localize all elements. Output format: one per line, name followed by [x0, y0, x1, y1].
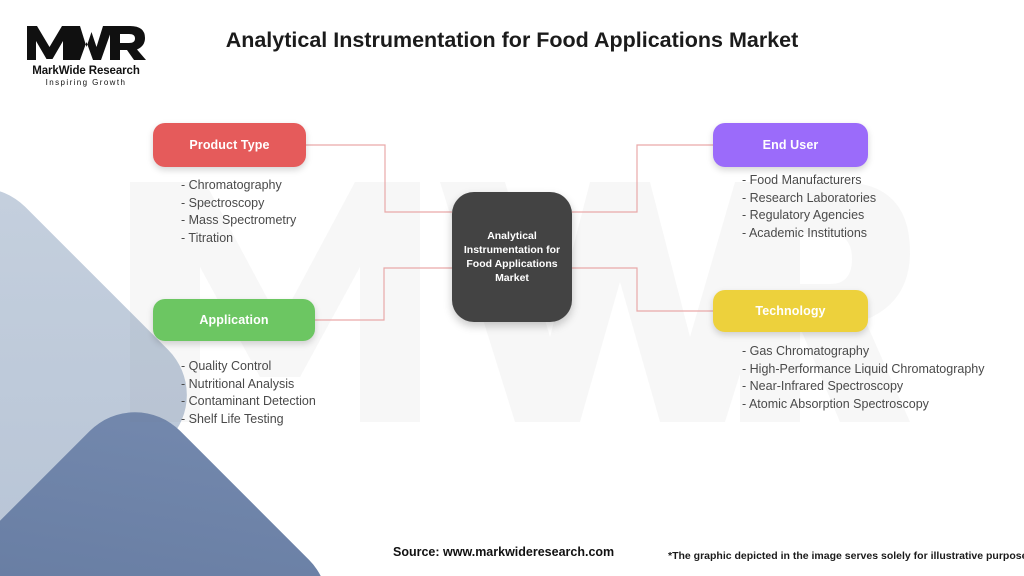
branch-label-product-type: Product Type: [189, 138, 270, 152]
center-node: Analytical Instrumentation for Food Appl…: [452, 192, 572, 322]
list-item: - Gas Chromatography: [742, 344, 870, 358]
disclaimer-label: *The graphic depicted in the image serve…: [668, 550, 1024, 562]
branch-items-application: - Quality Control - Nutritional Analysis…: [181, 358, 316, 428]
list-item: - Chromatography: [181, 178, 282, 192]
branch-header-application[interactable]: Application: [153, 299, 315, 341]
branch-items-product-type: - Chromatography - Spectroscopy - Mass S…: [181, 177, 296, 247]
list-item: - High-Performance Liquid Chromatography: [742, 361, 985, 376]
branch-header-technology[interactable]: Technology: [713, 290, 868, 332]
branch-header-product-type[interactable]: Product Type: [153, 123, 306, 167]
list-item: - Spectroscopy: [181, 195, 265, 210]
branch-label-technology: Technology: [755, 304, 826, 318]
branch-items-end-user: - Food Manufacturers - Research Laborato…: [742, 172, 876, 242]
list-item: - Contaminant Detection: [181, 394, 316, 409]
list-item: - Quality Control: [181, 359, 272, 373]
branch-items-technology: - Gas Chromatography - High-Performance …: [742, 343, 984, 413]
list-item: - Academic Institutions: [742, 225, 868, 240]
list-item: - Atomic Absorption Spectroscopy: [742, 396, 929, 411]
list-item: - Food Manufacturers: [742, 173, 862, 187]
list-item: - Research Laboratories: [742, 190, 877, 205]
brand-logo: MarkWide Research Inspiring Growth: [16, 22, 156, 87]
branch-label-application: Application: [199, 313, 269, 327]
logo-company-name: MarkWide Research: [32, 65, 140, 77]
list-item: - Titration: [181, 230, 234, 245]
logo-tagline: Inspiring Growth: [45, 78, 127, 87]
center-node-label: Analytical Instrumentation for Food Appl…: [463, 230, 561, 284]
source-label: Source: www.markwideresearch.com: [393, 545, 615, 559]
list-item: - Nutritional Analysis: [181, 376, 295, 391]
list-item: - Near-Infrared Spectroscopy: [742, 379, 904, 394]
branch-label-end-user: End User: [762, 138, 819, 152]
list-item: - Mass Spectrometry: [181, 213, 297, 228]
list-item: - Shelf Life Testing: [181, 411, 284, 426]
branch-header-end-user[interactable]: End User: [713, 123, 868, 167]
list-item: - Regulatory Agencies: [742, 208, 865, 223]
mwr-logo-icon: [27, 26, 146, 60]
page-title: Analytical Instrumentation for Food Appl…: [225, 28, 799, 52]
